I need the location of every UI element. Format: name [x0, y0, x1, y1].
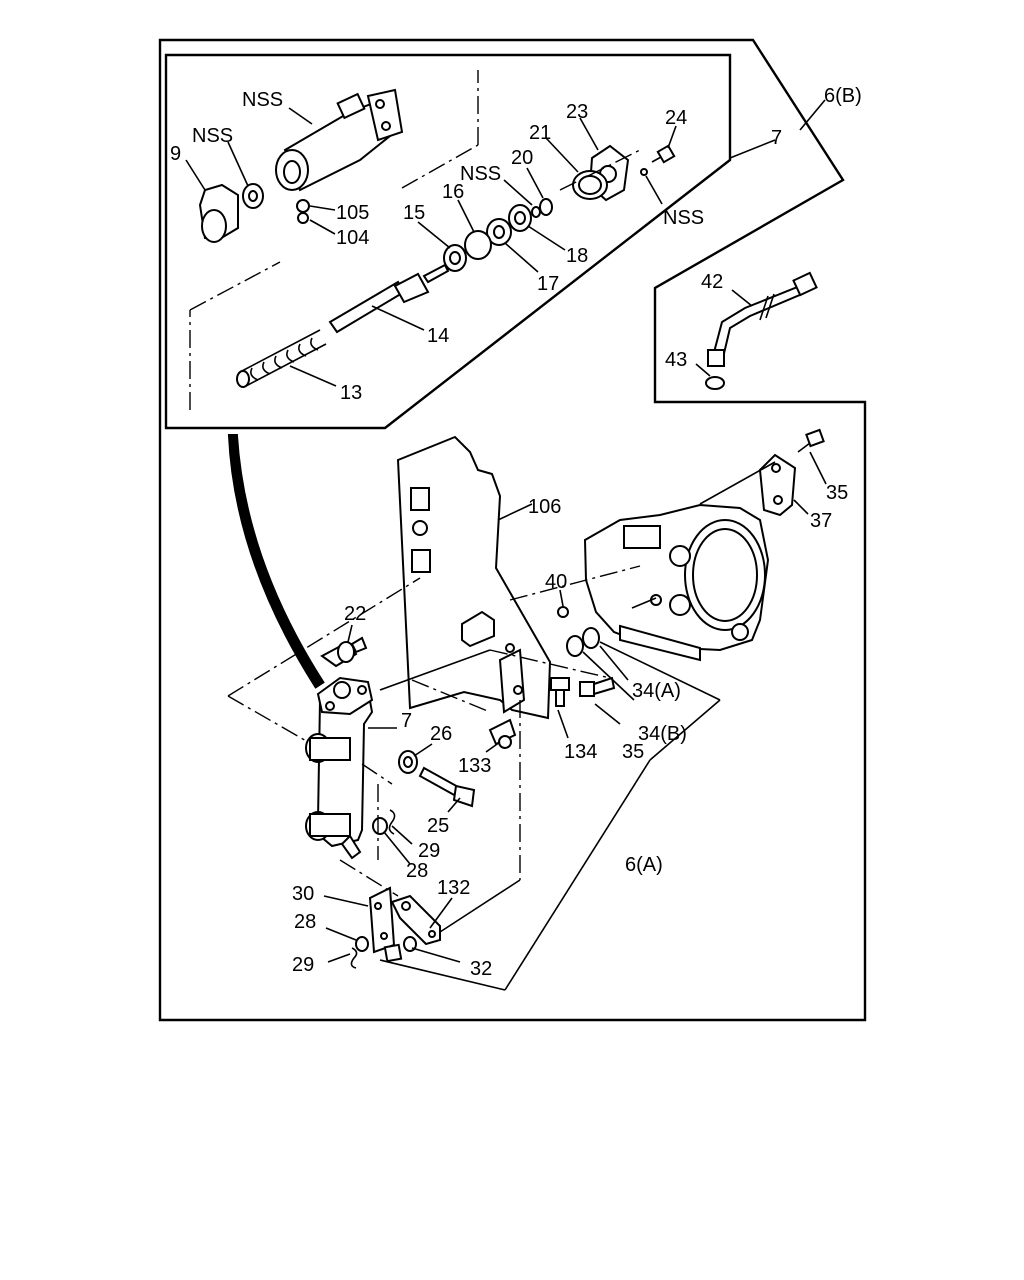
oring-16-icon — [464, 230, 492, 260]
label-28-mid: 28 — [406, 860, 428, 882]
label-17: 17 — [537, 273, 559, 295]
label-35-mid: 35 — [622, 741, 644, 763]
label-14: 14 — [427, 325, 449, 347]
pin-28-mid-icon — [372, 817, 388, 835]
label-24: 24 — [665, 107, 687, 129]
bracket-30-icon — [368, 886, 396, 954]
washer-43-icon — [705, 376, 725, 390]
label-9: 9 — [170, 143, 181, 165]
boot-icon — [198, 183, 239, 243]
label-nss-right: NSS — [663, 207, 704, 229]
fitting-104-icon — [297, 212, 309, 224]
bolt-134-icon — [550, 677, 570, 707]
shim-34b-icon — [566, 635, 584, 657]
label-nss-ring: NSS — [192, 125, 233, 147]
label-nss-cylinder: NSS — [242, 89, 283, 111]
bolt-35-top-icon — [797, 428, 825, 453]
hose-icon — [707, 271, 818, 367]
label-132: 132 — [437, 877, 470, 899]
label-23: 23 — [566, 101, 588, 123]
clip-133-icon — [488, 718, 517, 749]
label-134: 134 — [564, 741, 597, 763]
label-7-mid: 7 — [401, 710, 412, 732]
bolt-35-mid-icon — [579, 676, 616, 697]
label-35-top: 35 — [826, 482, 848, 504]
label-106: 106 — [528, 496, 561, 518]
label-37: 37 — [810, 510, 832, 532]
outer-frame — [158, 38, 867, 1022]
bolt-25-icon — [418, 766, 476, 808]
bolt-24-icon — [651, 144, 676, 164]
label-105: 105 — [336, 202, 369, 224]
label-22: 22 — [344, 603, 366, 625]
bracket-icon — [396, 435, 552, 720]
label-13: 13 — [340, 382, 362, 404]
label-28-low: 28 — [294, 911, 316, 933]
label-26: 26 — [430, 723, 452, 745]
label-29-low: 29 — [292, 954, 314, 976]
shim-34a-icon — [582, 627, 600, 649]
clutch-housing-icon — [583, 503, 770, 662]
label-30: 30 — [292, 883, 314, 905]
label-nss-middle: NSS — [460, 163, 501, 185]
spring-icon — [236, 329, 327, 388]
push-rod-icon — [328, 263, 450, 334]
label-16: 16 — [442, 181, 464, 203]
clip-29-mid-icon — [388, 809, 396, 835]
label-7-top: 7 — [771, 127, 782, 149]
label-32: 32 — [470, 958, 492, 980]
callout-arrow — [227, 434, 325, 689]
label-21: 21 — [529, 122, 551, 144]
fitting-105-icon — [296, 199, 310, 213]
cover-plate-icon — [758, 453, 797, 517]
inset-box-hose — [654, 179, 844, 289]
lever-132-icon — [390, 894, 441, 946]
slave-cylinder-icon — [305, 676, 374, 860]
master-cylinder-icon — [275, 88, 404, 192]
label-43: 43 — [665, 349, 687, 371]
label-133: 133 — [458, 755, 491, 777]
label-6b: 6(B) — [824, 85, 862, 107]
clip-29-low-icon — [350, 947, 358, 969]
nut-32-icon — [383, 936, 417, 963]
inset-box-6b — [164, 53, 732, 430]
label-34b: 34(B) — [638, 723, 687, 745]
pin-28-low-icon — [355, 936, 369, 952]
label-20: 20 — [511, 147, 533, 169]
label-6a: 6(A) — [625, 854, 663, 876]
label-29-mid: 29 — [418, 840, 440, 862]
label-18: 18 — [566, 245, 588, 267]
bleeder-icon — [320, 636, 368, 668]
part-labels: 6(B) 7 NSS NSS 9 105 104 23 24 21 20 NSS… — [170, 85, 862, 980]
label-104: 104 — [336, 227, 369, 249]
label-42: 42 — [701, 271, 723, 293]
label-15: 15 — [403, 202, 425, 224]
label-34a: 34(A) — [632, 680, 681, 702]
label-25: 25 — [427, 815, 449, 837]
label-40: 40 — [545, 571, 567, 593]
nut-40-icon — [557, 606, 569, 618]
